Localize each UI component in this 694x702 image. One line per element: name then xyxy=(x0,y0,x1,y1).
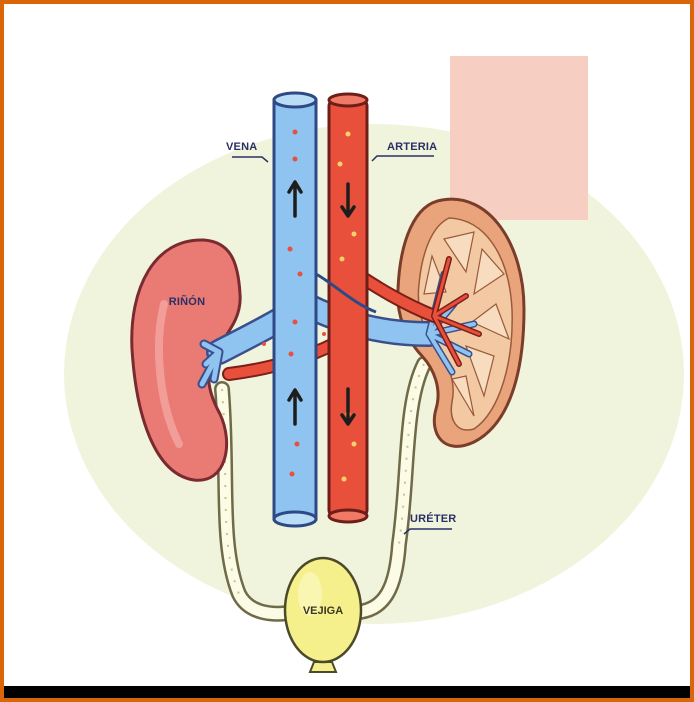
bottom-bar xyxy=(4,686,690,698)
kidney-diagram: VEJIGA RIÑÓN xyxy=(4,4,690,698)
vein-label: VENA xyxy=(226,141,257,153)
artery-label: ARTERIA xyxy=(387,141,437,153)
artery xyxy=(329,94,367,522)
kidney-label: RIÑÓN xyxy=(169,295,205,308)
bladder-label: VEJIGA xyxy=(303,605,343,617)
overlay-square xyxy=(450,56,588,220)
ureter-label: URÉTER xyxy=(410,512,456,525)
